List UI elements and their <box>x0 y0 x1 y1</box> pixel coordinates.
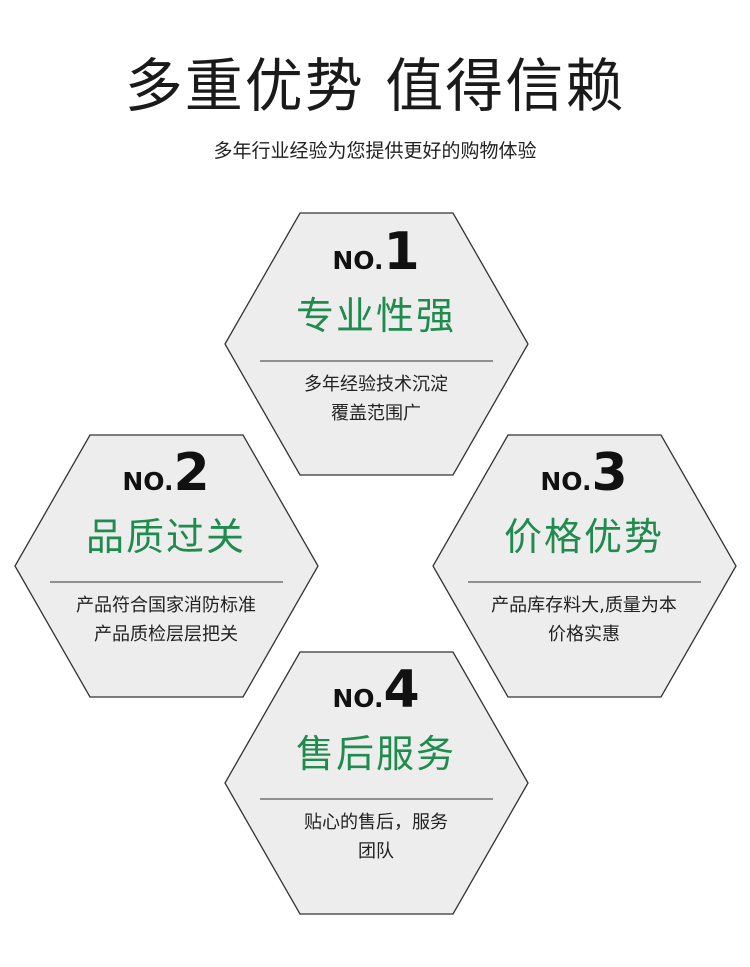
number-prefix: NO. <box>122 467 174 496</box>
number-prefix: NO. <box>332 246 384 275</box>
description-line: 多年经验技术沉淀 <box>304 373 448 395</box>
card-title: 售后服务 <box>295 732 456 776</box>
card-description: 多年经验技术沉淀 覆盖范围广 <box>226 370 526 428</box>
card-3: NO. 3 价格优势 产品库存料大,质量为本 价格实惠 <box>434 447 734 649</box>
card-1: NO. 1 专业性强 多年经验技术沉淀 覆盖范围广 <box>226 226 526 428</box>
card-title: 品质过关 <box>85 515 246 559</box>
description-line: 产品符合国家消防标准 <box>76 594 256 616</box>
card-description: 产品符合国家消防标准 产品质检层层把关 <box>16 591 316 649</box>
description-line: 产品库存料大,质量为本 <box>491 594 677 616</box>
card-description: 贴心的售后，服务 团队 <box>226 808 526 866</box>
description-line: 价格实惠 <box>548 623 620 645</box>
description-line: 贴心的售后，服务 <box>304 811 448 833</box>
hexagon-1 <box>224 212 529 476</box>
card-2: NO. 2 品质过关 产品符合国家消防标准 产品质检层层把关 <box>16 447 316 649</box>
description-line: 团队 <box>358 840 394 862</box>
hexagon-3 <box>432 434 737 698</box>
hexagon-2 <box>14 434 319 698</box>
card-4: NO. 4 售后服务 贴心的售后，服务 团队 <box>226 664 526 866</box>
description-line: 覆盖范围广 <box>331 402 421 424</box>
page-subtitle: 多年行业经验为您提供更好的购物体验 <box>213 140 537 162</box>
number-digit: 2 <box>173 443 210 503</box>
card-number: NO. 1 <box>226 226 526 286</box>
card-number: NO. 2 <box>16 447 316 507</box>
number-digit: 1 <box>383 222 420 282</box>
card-title: 价格优势 <box>503 515 664 559</box>
hexagon-4 <box>224 651 529 915</box>
number-digit: 3 <box>591 443 628 503</box>
page-title: 多重优势 值得信赖 <box>124 52 626 120</box>
number-prefix: NO. <box>540 467 592 496</box>
number-digit: 4 <box>383 660 420 720</box>
card-title: 专业性强 <box>295 294 456 338</box>
number-prefix: NO. <box>332 684 384 713</box>
card-number: NO. 3 <box>434 447 734 507</box>
description-line: 产品质检层层把关 <box>94 623 238 645</box>
card-description: 产品库存料大,质量为本 价格实惠 <box>434 591 734 649</box>
card-number: NO. 4 <box>226 664 526 724</box>
